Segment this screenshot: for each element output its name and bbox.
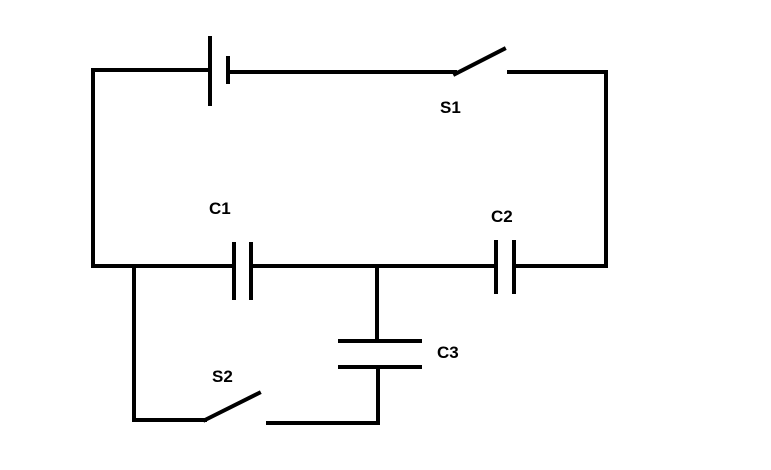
c2-label: C2 — [491, 207, 513, 226]
c1-label: C1 — [209, 199, 231, 218]
c3-label: C3 — [437, 343, 459, 362]
wire-s2-to-left — [132, 264, 207, 422]
s2-label: S2 — [212, 367, 233, 386]
middle-branch — [91, 240, 608, 300]
switch-s2-lever — [202, 390, 262, 423]
component-labels: S1 C1 C2 C3 S2 — [209, 98, 513, 386]
switch-s1-lever — [452, 46, 507, 77]
bottom-branch — [132, 264, 422, 425]
wire-left-top — [91, 68, 210, 268]
wire-c3-to-s2 — [266, 366, 380, 425]
wire-s1-to-right — [507, 70, 608, 268]
top-branch — [91, 36, 608, 268]
s1-label: S1 — [440, 98, 461, 117]
